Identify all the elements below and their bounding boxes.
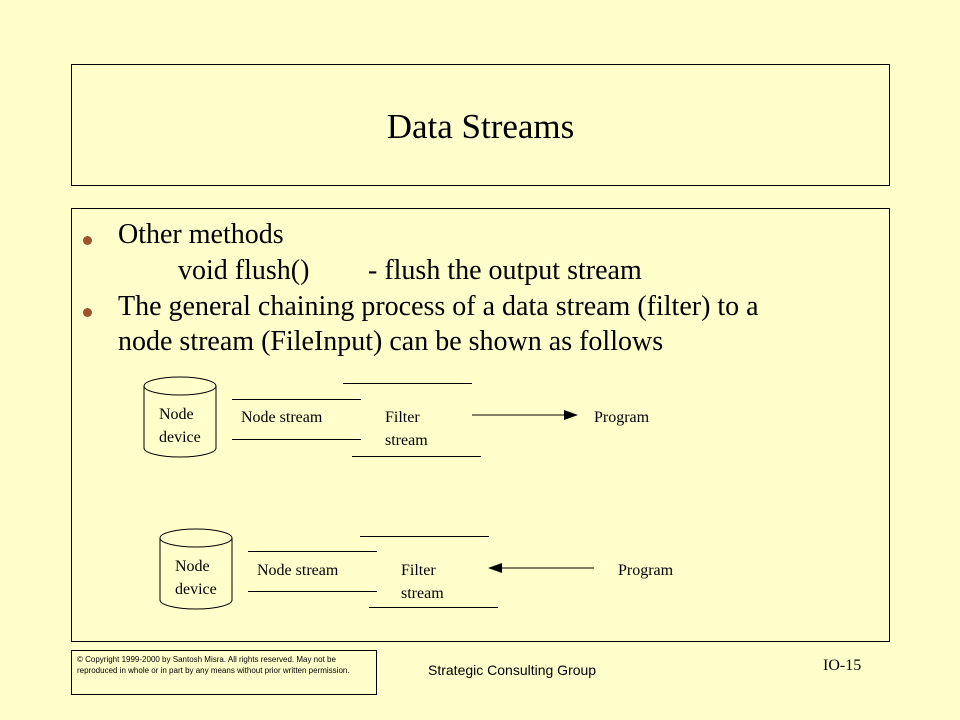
content-box [71,208,890,642]
arrow-head [488,563,502,573]
filter-stream-label: stream [401,585,444,602]
program-label: Program [594,409,650,426]
node-device-label: Node [175,558,210,575]
filter-stream-label: Filter [401,562,436,579]
arrow-head [564,410,578,420]
method-description: - flush the output stream [368,255,642,286]
node-stream-bottom-line [248,591,377,592]
bullet-dot [83,236,92,245]
page-number: IO-15 [823,657,862,674]
bullet-dot [83,308,92,317]
node-device-label: device [175,581,217,598]
filter-stream-label: Filter [385,409,420,426]
program-label: Program [618,562,674,579]
node-device-label: device [159,429,201,446]
node-stream-label: Node stream [257,562,339,579]
node-stream-bottom-line [232,439,361,440]
bullet-2-line-1: The general chaining process of a data s… [118,291,759,322]
filter-stream-bottom-line [352,456,481,457]
bullet-2-line-2: node stream (FileInput) can be shown as … [118,326,664,357]
node-stream-label: Node stream [241,409,323,426]
node-device-label: Node [159,406,194,423]
node-device-cylinder [143,376,217,458]
footer-organization: Strategic Consulting Group [428,662,597,678]
filter-stream-bottom-line [369,607,498,608]
node-device-cylinder [159,528,233,610]
bullet-1-text: Other methods [118,219,284,250]
title-box: Data Streams [71,64,890,186]
slide-title: Data Streams [386,107,575,146]
node-stream-top-line [232,399,361,400]
filter-stream-top-line [360,536,489,537]
method-signature: void flush() [178,255,310,286]
filter-stream-top-line [343,383,472,384]
filter-stream-label: stream [385,432,428,449]
node-stream-top-line [248,551,377,552]
copyright-notice: © Copyright 1999-2000 by Santosh Misra. … [71,650,377,695]
